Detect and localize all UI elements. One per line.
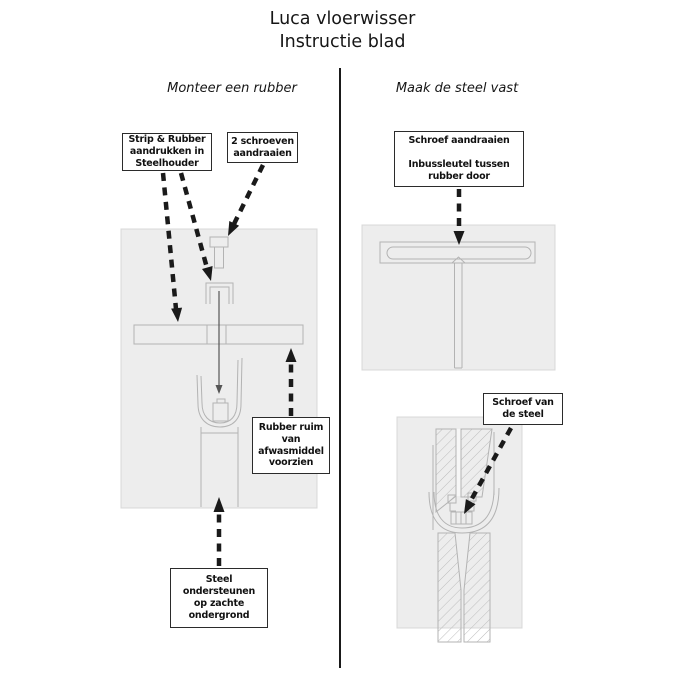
steelholder-channel-drawing <box>196 357 243 428</box>
dashed-arrow-screws <box>228 164 266 236</box>
label-tighten-screw: Schroef aandraaien Inbussleutel tussen r… <box>394 131 524 187</box>
right-top-photo-background <box>361 224 556 371</box>
label-strip-rubber: Strip & Rubber aandrukken in Steelhouder <box>122 133 212 171</box>
right-top-photo-panel <box>361 224 556 371</box>
page-title-line-2: Instructie blad <box>279 32 406 53</box>
handle-shaft-drawing <box>200 427 239 507</box>
cross-section-drawing <box>428 428 500 643</box>
dashed-arrow-strip-to-clip <box>178 172 213 281</box>
left-column-header: Monteer een rubber <box>167 81 297 96</box>
key-slot <box>456 429 461 496</box>
hatched-shaft-left <box>437 532 462 643</box>
handle-screw-drawing <box>450 511 473 525</box>
right-column-header: Maak de steel vast <box>395 81 519 96</box>
dashed-arrow-rubber-soap <box>285 348 297 416</box>
column-divider <box>339 68 341 668</box>
cross-section-casing <box>428 432 500 534</box>
clip-holder-drawing <box>205 282 234 304</box>
hatched-shaft-right <box>463 532 491 643</box>
dashed-arrow-handle-screw <box>464 426 513 514</box>
label-handle-screw: Schroef van de steel <box>483 393 563 425</box>
page-title-line-1: Luca vloerwisser <box>269 9 416 29</box>
insert-direction-arrow <box>215 291 223 394</box>
arrowhead-tighten-screw <box>453 231 465 245</box>
squeegee-top-view-drawing <box>379 241 536 369</box>
arrowhead-handle-screw <box>464 499 476 514</box>
arrowhead-rubber-soap <box>285 348 297 362</box>
insert-arrowhead <box>215 385 223 394</box>
label-support-handle: Steel ondersteunen op zachte ondergrond <box>170 568 268 628</box>
label-rubber-soap: Rubber ruim van afwasmiddel voorzien <box>252 417 330 474</box>
arrowhead-strip <box>171 307 183 322</box>
dashed-arrow-tighten-screw <box>453 189 465 245</box>
arrowhead-clip <box>202 266 213 281</box>
label-two-screws: 2 schroeven aandraaien <box>227 132 298 163</box>
dashed-arrow-support-handle <box>213 497 225 566</box>
dashed-arrow-strip-to-strip <box>160 172 183 322</box>
right-bottom-photo-panel <box>396 416 523 643</box>
arrowhead-support-handle <box>213 497 225 512</box>
arrowhead-screws <box>228 221 240 236</box>
page-title: Luca vloerwisser Instructie blad <box>0 8 685 54</box>
callout-arrows <box>160 164 513 566</box>
screw-drawing <box>209 236 229 269</box>
